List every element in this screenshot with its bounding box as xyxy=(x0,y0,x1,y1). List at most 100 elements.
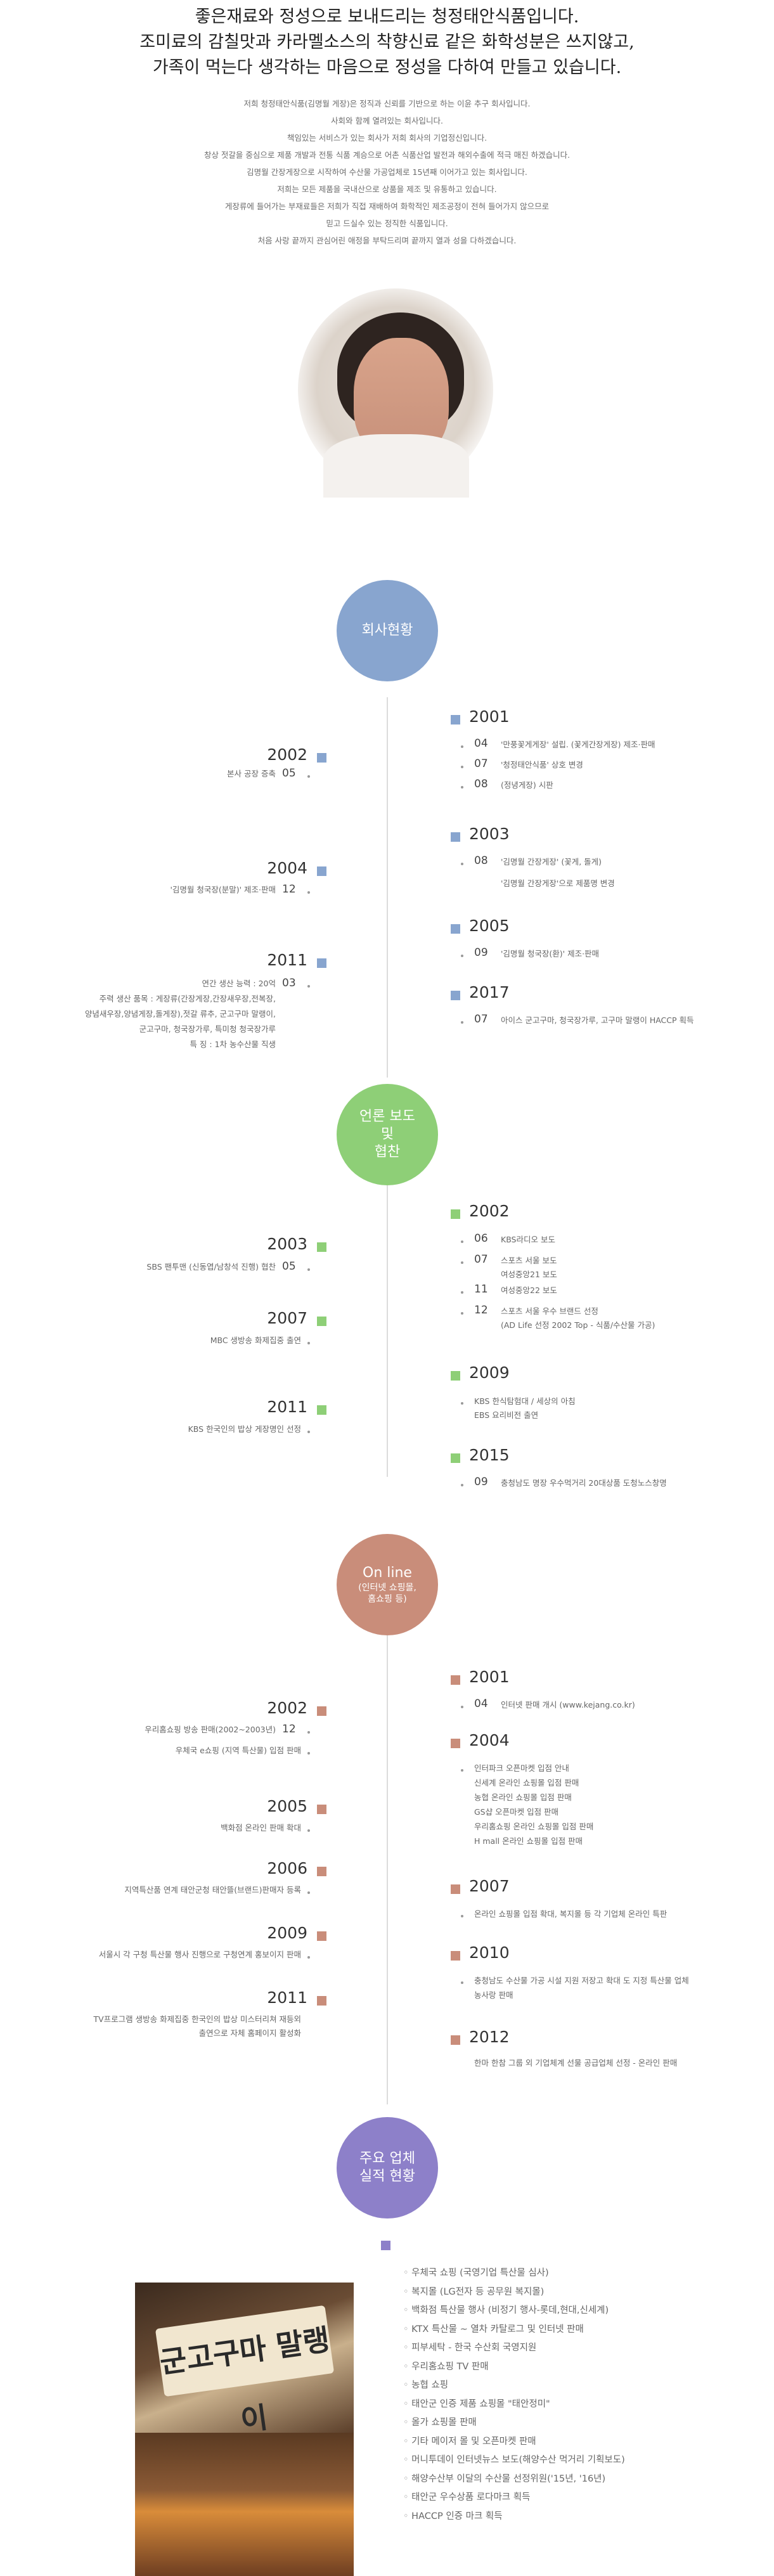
section-title-line: 실적 현황 xyxy=(359,2168,415,2184)
section-title-line: 협찬 xyxy=(374,1144,401,1160)
bullet-dot xyxy=(307,1731,310,1734)
year-marker xyxy=(317,1706,326,1716)
bullet-dot xyxy=(461,863,463,865)
year-label: 2005 xyxy=(267,1797,307,1815)
intro-line: 저희 청정태안식품(김명월 게장)은 정직과 신뢰를 기반으로 하는 이윤 추구… xyxy=(243,99,531,108)
ceo-portrait xyxy=(298,288,493,498)
event-text: MBC 생방송 화제집중 출연 xyxy=(210,1336,301,1345)
list-item: 농협 쇼핑 xyxy=(403,2376,625,2395)
bullet-dot xyxy=(461,1291,463,1294)
year-label: 2011 xyxy=(267,951,307,969)
event-text: 여성중앙22 보도 xyxy=(501,1285,557,1295)
event-text: (AD Life 선정 2002 Top - 식품/수산물 가공) xyxy=(501,1320,655,1330)
event-text: 신세계 온라인 쇼핑몰 입점 판매 xyxy=(474,1778,579,1787)
event-text: 한마 한참 그룹 외 기업체계 선물 공급업체 선정 - 온라인 판매 xyxy=(474,2058,678,2068)
event-text: 농사랑 판매 xyxy=(474,1990,513,2000)
list-item: 해양수산부 이달의 수산물 선정위원('15년, '16년) xyxy=(403,2470,625,2489)
bullet-dot xyxy=(461,1021,463,1024)
bullet-dot xyxy=(461,955,463,957)
year-marker xyxy=(451,924,460,934)
list-item: 피부세탁 - 한국 수산회 국영지원 xyxy=(403,2339,625,2358)
event-text: '김명월 청국장(환)' 제조·판매 xyxy=(501,949,600,958)
month-label: 12 xyxy=(282,883,296,896)
product-photo-packaged: 군고구마 말랭이 xyxy=(135,2283,354,2438)
event-text: 특 징 : 1차 농수산물 직생 xyxy=(190,1040,276,1049)
event-text: (정녕게장) 시판 xyxy=(501,780,553,790)
event-text: 지역특산품 연계 태안군청 태안뜰(브랜드)판매자 등록 xyxy=(124,1885,301,1895)
bullet-dot xyxy=(461,1915,463,1917)
year-marker xyxy=(451,1739,460,1748)
bullet-dot xyxy=(461,1240,463,1243)
year-label: 2001 xyxy=(469,1668,510,1686)
event-text: 스포츠 서울 보도 xyxy=(501,1256,557,1265)
timeline-line-1 xyxy=(387,697,388,1078)
section-circle-online: On line (인터넷 쇼핑몰, 홈쇼핑 등) xyxy=(337,1534,438,1635)
bullet-dot xyxy=(307,1268,310,1271)
timeline-line-2 xyxy=(387,1160,388,1477)
intro-line: 김명월 간장게장으로 시작하여 수산물 가공업체로 15년째 이어가고 있는 회… xyxy=(247,167,527,177)
bullet-dot xyxy=(307,1342,310,1344)
list-item: 올가 쇼핑몰 판매 xyxy=(403,2414,625,2433)
list-item: 태안군 우수상품 로다마크 획득 xyxy=(403,2489,625,2508)
year-marker xyxy=(451,991,460,1000)
event-text: '김명월 청국장(분말)' 제조·판매 xyxy=(170,885,276,894)
year-marker xyxy=(317,958,326,968)
bullet-dot xyxy=(461,1484,463,1486)
event-text: 인터넷 판매 개시 (www.kejang.co.kr) xyxy=(501,1700,635,1710)
section-title-line: 및 xyxy=(380,1126,394,1142)
year-label: 2004 xyxy=(267,859,307,877)
section-marker xyxy=(381,2241,390,2250)
intro-line: 창상 젓갈을 중심으로 제품 개발과 전통 식품 계승으로 어촌 식품산업 발전… xyxy=(203,150,571,160)
year-label: 2009 xyxy=(469,1363,510,1382)
section-circle-achievements: 주요 업체 실적 현황 xyxy=(337,2117,438,2219)
event-text: 온라인 쇼핑몰 입점 확대, 복지몰 등 각 기업체 온라인 특판 xyxy=(474,1909,668,1919)
list-item: 머니투데이 인터넷뉴스 보도(해양수산 먹거리 기획보도) xyxy=(403,2451,625,2470)
year-marker xyxy=(451,715,460,724)
intro-line: 처음 사랑 끝까지 관심어린 애정을 부탁드리며 끝까지 열과 성을 다하겠습니… xyxy=(257,236,517,245)
list-item: 백화점 특산물 행사 (비정기 행사-롯데,현대,신세계) xyxy=(403,2302,625,2321)
event-text: 우리홈쇼핑 방송 판매(2002~2003년) xyxy=(145,1725,276,1734)
month-label: 07 xyxy=(474,1253,488,1266)
bullet-dot xyxy=(307,891,310,894)
year-label: 2003 xyxy=(469,825,510,843)
event-text: 주력 생산 품목 : 게장류(간장게장,간장새우장,전복장, xyxy=(99,994,276,1003)
intro-line: 믿고 드실수 있는 정직한 식품입니다. xyxy=(326,219,448,228)
year-marker xyxy=(451,1884,460,1894)
month-label: 09 xyxy=(474,946,488,959)
year-marker xyxy=(451,1371,460,1381)
event-text: 농협 온라인 쇼핑몰 입점 판매 xyxy=(474,1793,572,1802)
month-label: 07 xyxy=(474,1013,488,1026)
intro-line: 저희는 모든 제품을 국내산으로 상품을 제조 및 유통하고 있습니다. xyxy=(277,184,497,194)
year-marker xyxy=(451,832,460,842)
event-text: 백화점 온라인 판매 확대 xyxy=(221,1823,301,1832)
event-text: GS샵 오픈마켓 입점 판매 xyxy=(474,1807,559,1817)
bullet-dot xyxy=(307,1829,310,1832)
year-label: 2004 xyxy=(469,1731,510,1749)
year-label: 2011 xyxy=(267,1398,307,1416)
bullet-dot xyxy=(461,1261,463,1264)
year-label: 2011 xyxy=(267,1988,307,2007)
month-label: 12 xyxy=(474,1304,488,1317)
bullet-dot xyxy=(461,1769,463,1772)
year-marker xyxy=(451,1209,460,1219)
bullet-dot xyxy=(307,1752,310,1755)
month-label: 04 xyxy=(474,1697,488,1710)
achievement-list: 우체국 쇼핑 (국영기업 특산물 심사) 복지몰 (LG전자 등 공무원 복지몰… xyxy=(403,2264,625,2526)
bullet-dot xyxy=(307,1891,310,1894)
month-label: 08 xyxy=(474,854,488,867)
event-text: 우리홈쇼핑 온라인 쇼핑몰 입점 판매 xyxy=(474,1822,594,1831)
list-item: KTX 특산물 ~ 열차 카탈로그 및 인터넷 판매 xyxy=(403,2321,625,2340)
year-marker xyxy=(451,1453,460,1463)
event-text: H mall 온라인 쇼핑몰 입점 판매 xyxy=(474,1836,583,1846)
section-title-line: 주요 업체 xyxy=(359,2151,415,2167)
year-label: 2003 xyxy=(267,1235,307,1253)
year-marker xyxy=(317,1805,326,1814)
bullet-dot xyxy=(307,985,310,988)
year-marker xyxy=(317,1931,326,1941)
year-label: 2007 xyxy=(469,1877,510,1895)
intro-line: 게장류에 들어가는 부재료들은 저희가 직접 재배하여 화학적인 제조공정이 전… xyxy=(224,202,550,211)
timeline-line-3 xyxy=(387,1610,388,2104)
product-package-label: 군고구마 말랭이 xyxy=(155,2305,335,2438)
month-label: 05 xyxy=(282,1260,296,1273)
year-label: 2002 xyxy=(469,1202,510,1220)
